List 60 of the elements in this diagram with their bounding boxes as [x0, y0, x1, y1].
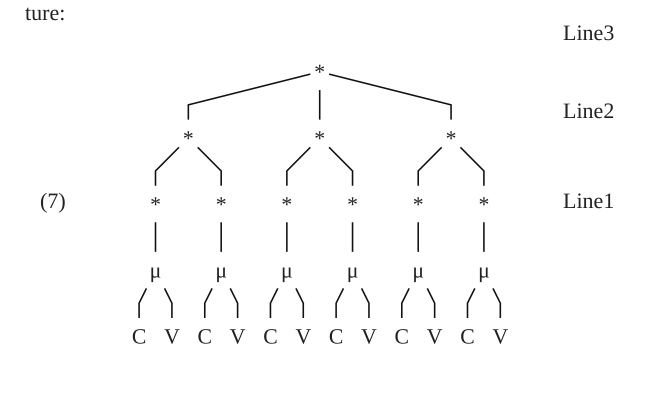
node-text: V: [492, 324, 508, 349]
node-text: *: [150, 192, 161, 216]
node-text: C: [328, 324, 344, 349]
connector: [138, 288, 148, 318]
node-text: *: [281, 192, 292, 216]
connector: [164, 288, 173, 318]
node-text: μ: [346, 258, 358, 282]
connector: [483, 222, 485, 252]
connector: [460, 146, 485, 186]
connector: [230, 288, 238, 318]
node-text: C: [263, 324, 278, 349]
node-text: *: [182, 126, 194, 150]
connector: [328, 73, 452, 120]
node-text: *: [216, 192, 227, 216]
node-text: *: [314, 59, 326, 84]
node-text: *: [478, 192, 490, 216]
node-text: V: [295, 324, 312, 349]
connector: [220, 222, 222, 252]
node-text: C: [132, 324, 146, 349]
text-fragment: ture:: [25, 2, 66, 24]
node-text: μ: [281, 258, 293, 282]
connector: [401, 288, 410, 318]
line-label: Line3: [563, 22, 614, 44]
connector: [286, 222, 288, 252]
connector: [466, 288, 476, 318]
connector: [154, 146, 180, 186]
connector: [426, 288, 436, 318]
connector: [352, 222, 354, 252]
line-label: Line2: [563, 100, 614, 122]
connector: [335, 288, 344, 318]
connector: [360, 288, 370, 318]
node-text: *: [314, 126, 326, 150]
node-text: V: [426, 324, 442, 349]
node-text: C: [394, 324, 410, 349]
node-text: μ: [215, 258, 227, 282]
connector: [270, 288, 278, 318]
node-text: μ: [478, 258, 490, 282]
node-text: *: [412, 192, 424, 216]
node-text: C: [198, 324, 212, 349]
node-text: μ: [150, 258, 162, 282]
node-text: *: [446, 126, 456, 150]
node-text: C: [460, 324, 475, 349]
connector: [318, 90, 320, 120]
node-text: V: [361, 324, 377, 349]
connector: [492, 288, 502, 318]
connector: [328, 146, 354, 186]
example-number: (7): [40, 190, 66, 212]
connector: [295, 288, 304, 318]
node-text: V: [164, 324, 180, 349]
connector: [417, 146, 442, 186]
node-text: *: [347, 192, 358, 216]
node-text: μ: [412, 258, 424, 282]
node-text: V: [230, 324, 246, 349]
connector: [188, 73, 311, 120]
connector: [417, 222, 420, 252]
connector: [154, 222, 156, 252]
line-label: Line1: [563, 190, 614, 212]
connector: [197, 146, 222, 186]
connector: [204, 288, 213, 318]
connector: [286, 146, 311, 186]
